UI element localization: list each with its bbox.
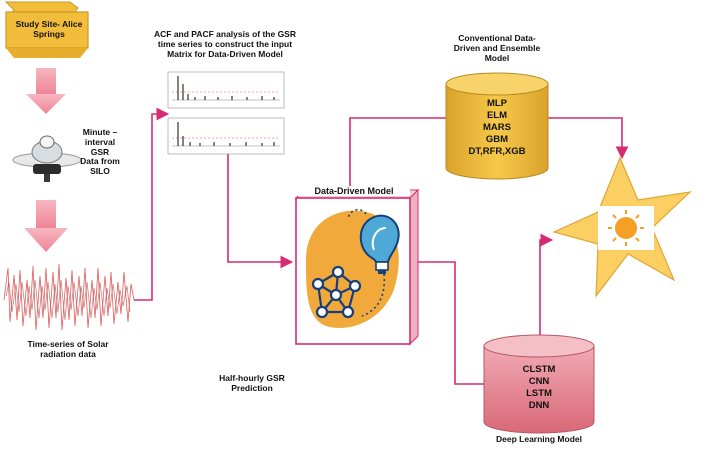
prediction-caption-line1: Half-hourly GSR: [219, 373, 285, 383]
model-cnn: CNN: [528, 375, 550, 387]
pacf-plot: [167, 117, 285, 155]
pyranometer-icon: [12, 135, 82, 182]
conventional-model-list: MLP ELM MARS GBM DT,RFR,XGB: [446, 98, 548, 157]
conventional-caption: Conventional Data- Driven and Ensemble M…: [436, 33, 558, 63]
acf-caption-line3: Matrix for Data-Driven Model: [167, 48, 283, 59]
connector-lines: [134, 107, 629, 385]
prediction-caption-line2: Prediction: [231, 382, 273, 393]
solar-timeseries-plot: [3, 263, 135, 331]
sensor-caption-line1: Minute –: [82, 127, 118, 137]
sensor-caption-line5: SILO: [90, 166, 110, 177]
deep-learning-caption: Deep Learning Model: [496, 434, 582, 444]
sensor-caption: Minute – interval GSR Data from SILO: [72, 127, 128, 177]
timeseries-caption: Time-series of Solar radiation data: [4, 339, 132, 360]
sensor-caption-line3: GSR: [90, 146, 110, 157]
study-site-label: Study Site- Alice Springs: [15, 19, 83, 39]
down-arrow-2: [24, 200, 68, 252]
deep-learning-cylinder: [483, 334, 595, 434]
conventional-caption-line2: Driven and Ensemble: [453, 42, 541, 53]
model-lstm: LSTM: [526, 387, 552, 399]
acf-caption-line2: time series to construct the input: [157, 38, 293, 49]
model-dnn: DNN: [528, 399, 550, 411]
model-elm: ELM: [486, 109, 508, 121]
conventional-caption-line1: Conventional Data-: [458, 33, 536, 43]
acf-caption: ACF and PACF analysis of the GSR time se…: [150, 29, 300, 59]
timeseries-caption-line2: radiation data: [40, 348, 96, 359]
deep-model-list: CLSTM CNN LSTM DNN: [484, 364, 594, 412]
data-driven-model-box: [294, 188, 420, 346]
neural-circle-icon: [311, 265, 362, 319]
sensor-caption-line4: Data from: [80, 156, 120, 167]
model-gbm: GBM: [485, 133, 509, 145]
conventional-model-cylinder: [445, 72, 549, 180]
model-mars: MARS: [483, 121, 511, 133]
sensor-caption-line2: interval: [84, 136, 116, 147]
conventional-caption-line3: Model: [484, 52, 510, 63]
lightbulb-icon: [347, 208, 400, 317]
timeseries-caption-line1: Time-series of Solar: [27, 339, 109, 349]
down-arrow-1: [26, 68, 66, 114]
acf-plot: [167, 71, 285, 109]
model-dt-rfr-xgb: DT,RFR,XGB: [468, 145, 526, 157]
sun-prediction-icon: [552, 156, 692, 298]
model-clstm: CLSTM: [522, 364, 556, 375]
prediction-caption: Half-hourly GSR Prediction: [202, 373, 302, 394]
acf-caption-line1: ACF and PACF analysis of the GSR: [153, 29, 296, 39]
data-driven-model-label: Data-Driven Model: [298, 186, 410, 197]
model-mlp: MLP: [486, 98, 508, 109]
